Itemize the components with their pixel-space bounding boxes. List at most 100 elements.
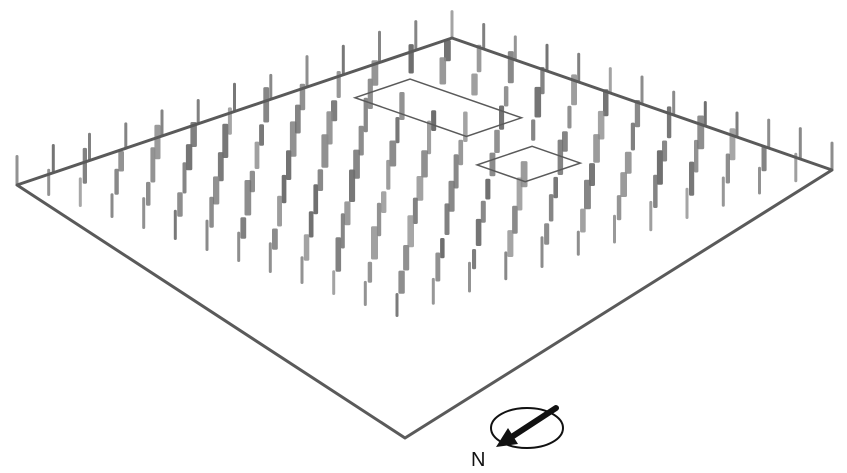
post <box>553 177 558 198</box>
post <box>463 112 468 143</box>
post <box>584 180 591 209</box>
post <box>349 170 355 203</box>
post <box>451 10 454 38</box>
post <box>146 182 151 206</box>
post <box>237 232 240 262</box>
post <box>389 141 396 167</box>
post <box>653 175 658 208</box>
post <box>259 124 264 145</box>
post <box>481 201 486 223</box>
post <box>395 117 399 143</box>
post <box>577 53 580 82</box>
post <box>458 140 463 166</box>
north-arrow-icon <box>507 408 556 440</box>
post <box>767 119 770 148</box>
post <box>726 154 730 184</box>
post <box>762 146 767 171</box>
post <box>233 83 236 112</box>
post <box>111 193 114 218</box>
post <box>657 150 663 185</box>
post <box>580 209 586 233</box>
post <box>79 177 82 207</box>
post <box>541 236 544 268</box>
post <box>613 215 616 244</box>
post <box>535 87 542 118</box>
post <box>344 201 350 225</box>
post <box>517 178 523 211</box>
post <box>689 162 694 196</box>
post <box>142 197 145 229</box>
post <box>409 44 414 73</box>
post <box>403 245 409 271</box>
post <box>471 74 477 96</box>
post <box>508 51 514 83</box>
post <box>577 231 580 256</box>
post <box>617 195 622 220</box>
post <box>368 262 372 283</box>
post <box>499 106 504 130</box>
post <box>318 169 324 191</box>
post <box>209 197 214 228</box>
post <box>399 92 404 120</box>
post <box>161 109 164 136</box>
post <box>407 215 414 247</box>
post <box>177 192 183 216</box>
post <box>512 206 518 234</box>
post <box>831 142 834 170</box>
post <box>52 144 55 173</box>
post <box>124 122 127 148</box>
post <box>255 142 260 169</box>
post <box>649 201 652 231</box>
post <box>431 110 436 131</box>
post <box>341 213 345 248</box>
post <box>531 119 535 140</box>
post <box>672 91 675 115</box>
post <box>490 153 496 177</box>
post <box>321 134 328 168</box>
post <box>427 121 431 155</box>
post <box>736 112 739 138</box>
post <box>485 179 490 200</box>
post <box>414 20 417 50</box>
post <box>799 127 802 159</box>
post <box>213 176 219 204</box>
post <box>417 176 424 201</box>
plot-boundary <box>17 38 832 438</box>
post <box>301 256 304 284</box>
post <box>593 134 600 163</box>
post <box>546 44 549 71</box>
post <box>504 251 507 280</box>
post <box>304 234 310 260</box>
post <box>476 219 482 246</box>
post <box>378 31 381 63</box>
post <box>567 106 571 129</box>
post <box>150 147 155 182</box>
north-compass: N <box>471 408 563 471</box>
post <box>342 45 345 75</box>
post <box>758 167 761 195</box>
post <box>625 152 632 174</box>
post <box>245 180 252 216</box>
post <box>118 151 124 172</box>
post <box>730 128 736 160</box>
post <box>332 270 335 295</box>
post <box>544 223 549 244</box>
post <box>468 262 471 293</box>
post <box>154 125 160 160</box>
post <box>421 150 428 177</box>
post <box>286 150 291 180</box>
post <box>494 130 500 153</box>
post <box>440 57 447 84</box>
post <box>269 242 272 273</box>
post <box>336 237 342 272</box>
post <box>686 188 689 219</box>
clearing-outline <box>355 79 522 136</box>
post <box>269 74 272 99</box>
post <box>396 293 399 317</box>
post <box>445 203 450 235</box>
post <box>440 238 445 258</box>
post <box>482 23 485 49</box>
plot-outline <box>17 38 832 438</box>
post <box>620 172 627 197</box>
